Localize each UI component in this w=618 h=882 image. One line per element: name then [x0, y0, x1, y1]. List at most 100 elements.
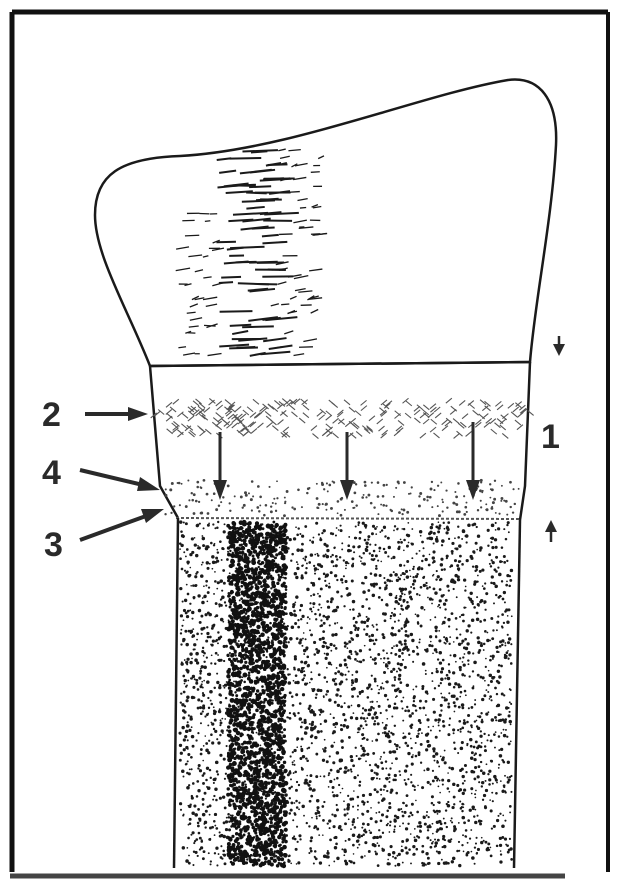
stipple-dot [293, 537, 296, 540]
stipple-dot [448, 589, 450, 591]
stipple-dot [458, 643, 461, 646]
stipple-dot [326, 549, 329, 552]
stipple-dot [326, 690, 329, 693]
stipple-dot [405, 765, 408, 768]
crosshatch-stroke [458, 423, 464, 428]
plate-dot [401, 508, 403, 510]
stipple-dot [179, 744, 182, 747]
stipple-dot [207, 524, 210, 527]
dense-stipple-dot [239, 734, 242, 737]
stipple-dot [319, 714, 321, 716]
stipple-dot [426, 732, 429, 735]
stipple-dot [223, 660, 225, 662]
stipple-dot [508, 714, 511, 717]
crosshatch-stroke [260, 406, 266, 411]
stipple-dot [407, 823, 409, 825]
stipple-dot [375, 812, 377, 814]
stipple-dot [324, 739, 326, 741]
stipple-dot [302, 755, 305, 758]
stipple-dot [210, 777, 212, 779]
stipple-dot [334, 633, 337, 636]
stipple-dot [357, 546, 360, 549]
stipple-dot [372, 639, 374, 641]
plate-dot [256, 506, 259, 509]
stipple-dot [311, 611, 313, 613]
stipple-dot [495, 792, 498, 795]
stipple-dot [398, 546, 401, 549]
stipple-dot [440, 558, 443, 561]
stipple-dot [439, 661, 442, 664]
stipple-dot [474, 821, 477, 824]
stipple-dot [462, 806, 464, 808]
plate-dot [316, 506, 318, 508]
stipple-dot [333, 742, 335, 744]
stipple-dot [295, 789, 298, 792]
stipple-dot [417, 785, 419, 787]
dense-stipple-dot [230, 698, 235, 703]
dense-stipple-dot [280, 576, 283, 579]
stipple-dot [459, 634, 461, 636]
stipple-dot [364, 828, 366, 830]
plate-dot [454, 503, 456, 505]
stipple-dot [292, 704, 295, 707]
stipple-dot [389, 777, 391, 779]
stipple-dot [305, 638, 307, 640]
stipple-dot [366, 810, 369, 813]
stipple-dot [362, 590, 366, 594]
stipple-dot [206, 680, 210, 684]
stipple-dot [185, 685, 187, 687]
stipple-dot [195, 739, 197, 741]
stipple-dot [289, 712, 291, 714]
stipple-dot [188, 630, 191, 633]
stipple-dot [485, 689, 487, 691]
stipple-dot [366, 753, 369, 756]
stipple-dot [400, 539, 402, 541]
stipple-dot [385, 664, 389, 668]
stipple-dot [409, 570, 411, 572]
dense-stipple-dot [233, 638, 237, 642]
stipple-dot [369, 639, 372, 642]
stipple-dot [393, 571, 395, 573]
stipple-dot [334, 701, 337, 704]
plate-dot [401, 513, 403, 515]
stipple-dot [368, 683, 371, 686]
stipple-dot [186, 696, 189, 699]
plate-dot [382, 495, 385, 498]
stipple-dot [442, 725, 445, 728]
stipple-dot [487, 545, 489, 547]
stipple-dot [476, 549, 478, 551]
stipple-dot [294, 655, 297, 658]
stipple-dot [200, 574, 204, 578]
zone-2-crosshatch [151, 398, 534, 438]
stipple-dot [463, 721, 467, 725]
stipple-dot [476, 725, 478, 727]
stipple-dot [208, 740, 210, 742]
crosshatch-stroke [431, 419, 437, 424]
stipple-dot [422, 862, 425, 865]
plate-dot [495, 512, 497, 514]
stipple-dot [304, 731, 306, 733]
stipple-dot [441, 779, 444, 782]
stipple-dot [293, 812, 295, 814]
stipple-dot [352, 608, 355, 611]
stipple-dot [344, 702, 346, 704]
stipple-dot [483, 794, 486, 797]
dense-stipple-dot [250, 592, 253, 595]
stipple-dot [370, 807, 372, 809]
stipple-dot [310, 633, 313, 636]
stipple-dot [365, 760, 367, 762]
stipple-dot [500, 853, 502, 855]
stipple-dot [190, 716, 193, 719]
stipple-dot [367, 696, 370, 699]
stipple-dot [446, 585, 449, 588]
stipple-dot [424, 609, 426, 611]
stipple-dot [404, 594, 406, 596]
stipple-dot [195, 838, 198, 841]
stipple-dot [401, 528, 403, 530]
stipple-dot [387, 862, 390, 865]
stipple-dot [462, 834, 464, 836]
stipple-dot [459, 788, 462, 791]
stipple-dot [316, 816, 318, 818]
stipple-dot [369, 831, 372, 834]
stipple-dot [435, 526, 438, 529]
